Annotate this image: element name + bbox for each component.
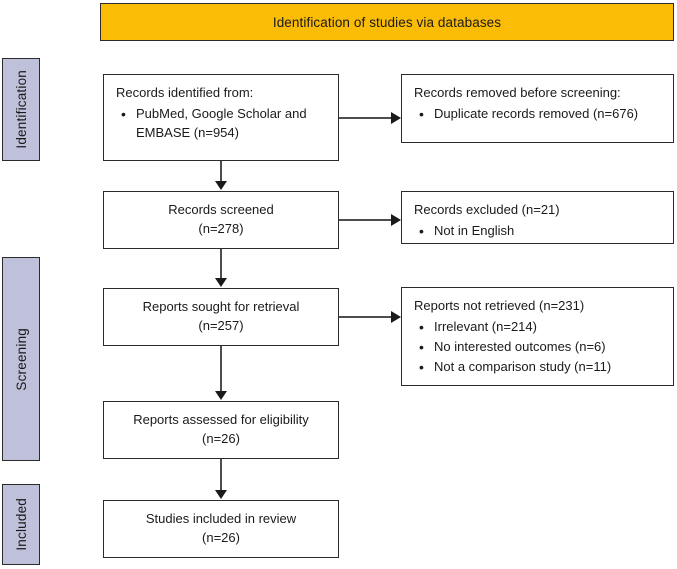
box-records-removed-before-screening: Records removed before screening: Duplic… (401, 74, 674, 143)
box-records-removed-list: Duplicate records removed (n=676) (414, 104, 663, 124)
connector-screened-to-sought (220, 249, 222, 279)
arrow-down-icon (215, 181, 227, 190)
stage-label-included: Included (2, 484, 40, 565)
box-records-excluded-list: Not in English (414, 221, 663, 241)
box-reports-not-retrieved: Reports not retrieved (n=231) Irrelevant… (401, 287, 674, 386)
diagram-title-banner: Identification of studies via databases (100, 3, 674, 41)
connector-sought-to-not-retrieved (339, 316, 393, 318)
list-item: Not in English (419, 221, 663, 241)
box-records-screened-line1: Records screened (168, 202, 274, 218)
list-item: Not a comparison study (n=11) (419, 357, 663, 377)
box-reports-assessed-for-eligibility: Reports assessed for eligibility (n=26) (103, 401, 339, 459)
box-records-identified-lead: Records identified from: (116, 85, 254, 100)
list-item: No interested outcomes (n=6) (419, 337, 663, 357)
box-reports-not-retrieved-lead: Reports not retrieved (n=231) (414, 298, 585, 313)
box-studies-included-count: (n=26) (202, 530, 240, 545)
stage-label-screening-text: Screening (13, 327, 29, 391)
arrow-right-icon (391, 311, 401, 323)
list-item: PubMed, Google Scholar and EMBASE (n=954… (121, 104, 328, 143)
arrow-down-icon (215, 391, 227, 400)
connector-sought-to-assessed (220, 346, 222, 392)
arrow-right-icon (391, 112, 401, 124)
stage-label-identification: Identification (2, 58, 40, 161)
box-records-excluded: Records excluded (n=21) Not in English (401, 191, 674, 244)
arrow-right-icon (391, 214, 401, 226)
box-reports-not-retrieved-list: Irrelevant (n=214) No interested outcome… (414, 317, 663, 377)
diagram-title-text: Identification of studies via databases (272, 14, 502, 30)
list-item: Duplicate records removed (n=676) (419, 104, 663, 124)
stage-label-identification-text: Identification (13, 70, 29, 149)
box-reports-assessed-line1: Reports assessed for eligibility (133, 412, 309, 428)
box-records-identified: Records identified from: PubMed, Google … (103, 74, 339, 161)
arrow-down-icon (215, 278, 227, 287)
arrow-down-icon (215, 490, 227, 499)
connector-assessed-to-included (220, 459, 222, 491)
box-reports-sought-line1: Reports sought for retrieval (142, 299, 300, 315)
box-studies-included-line1: Studies included in review (145, 511, 297, 527)
connector-identified-to-removed (339, 117, 393, 119)
box-records-screened-count: (n=278) (198, 221, 244, 236)
box-records-removed-lead: Records removed before screening: (414, 85, 621, 100)
box-reports-sought-count: (n=257) (198, 318, 244, 333)
box-records-screened: Records screened (n=278) (103, 191, 339, 249)
stage-label-screening: Screening (2, 257, 40, 461)
stage-label-included-text: Included (13, 498, 29, 551)
box-reports-sought-for-retrieval: Reports sought for retrieval (n=257) (103, 288, 339, 346)
box-studies-included-in-review: Studies included in review (n=26) (103, 500, 339, 558)
box-reports-assessed-count: (n=26) (202, 431, 240, 446)
box-records-identified-list: PubMed, Google Scholar and EMBASE (n=954… (116, 104, 328, 143)
box-records-excluded-lead: Records excluded (n=21) (414, 202, 560, 217)
connector-identified-to-screened (220, 161, 222, 183)
connector-screened-to-excluded (339, 219, 393, 221)
list-item: Irrelevant (n=214) (419, 317, 663, 337)
